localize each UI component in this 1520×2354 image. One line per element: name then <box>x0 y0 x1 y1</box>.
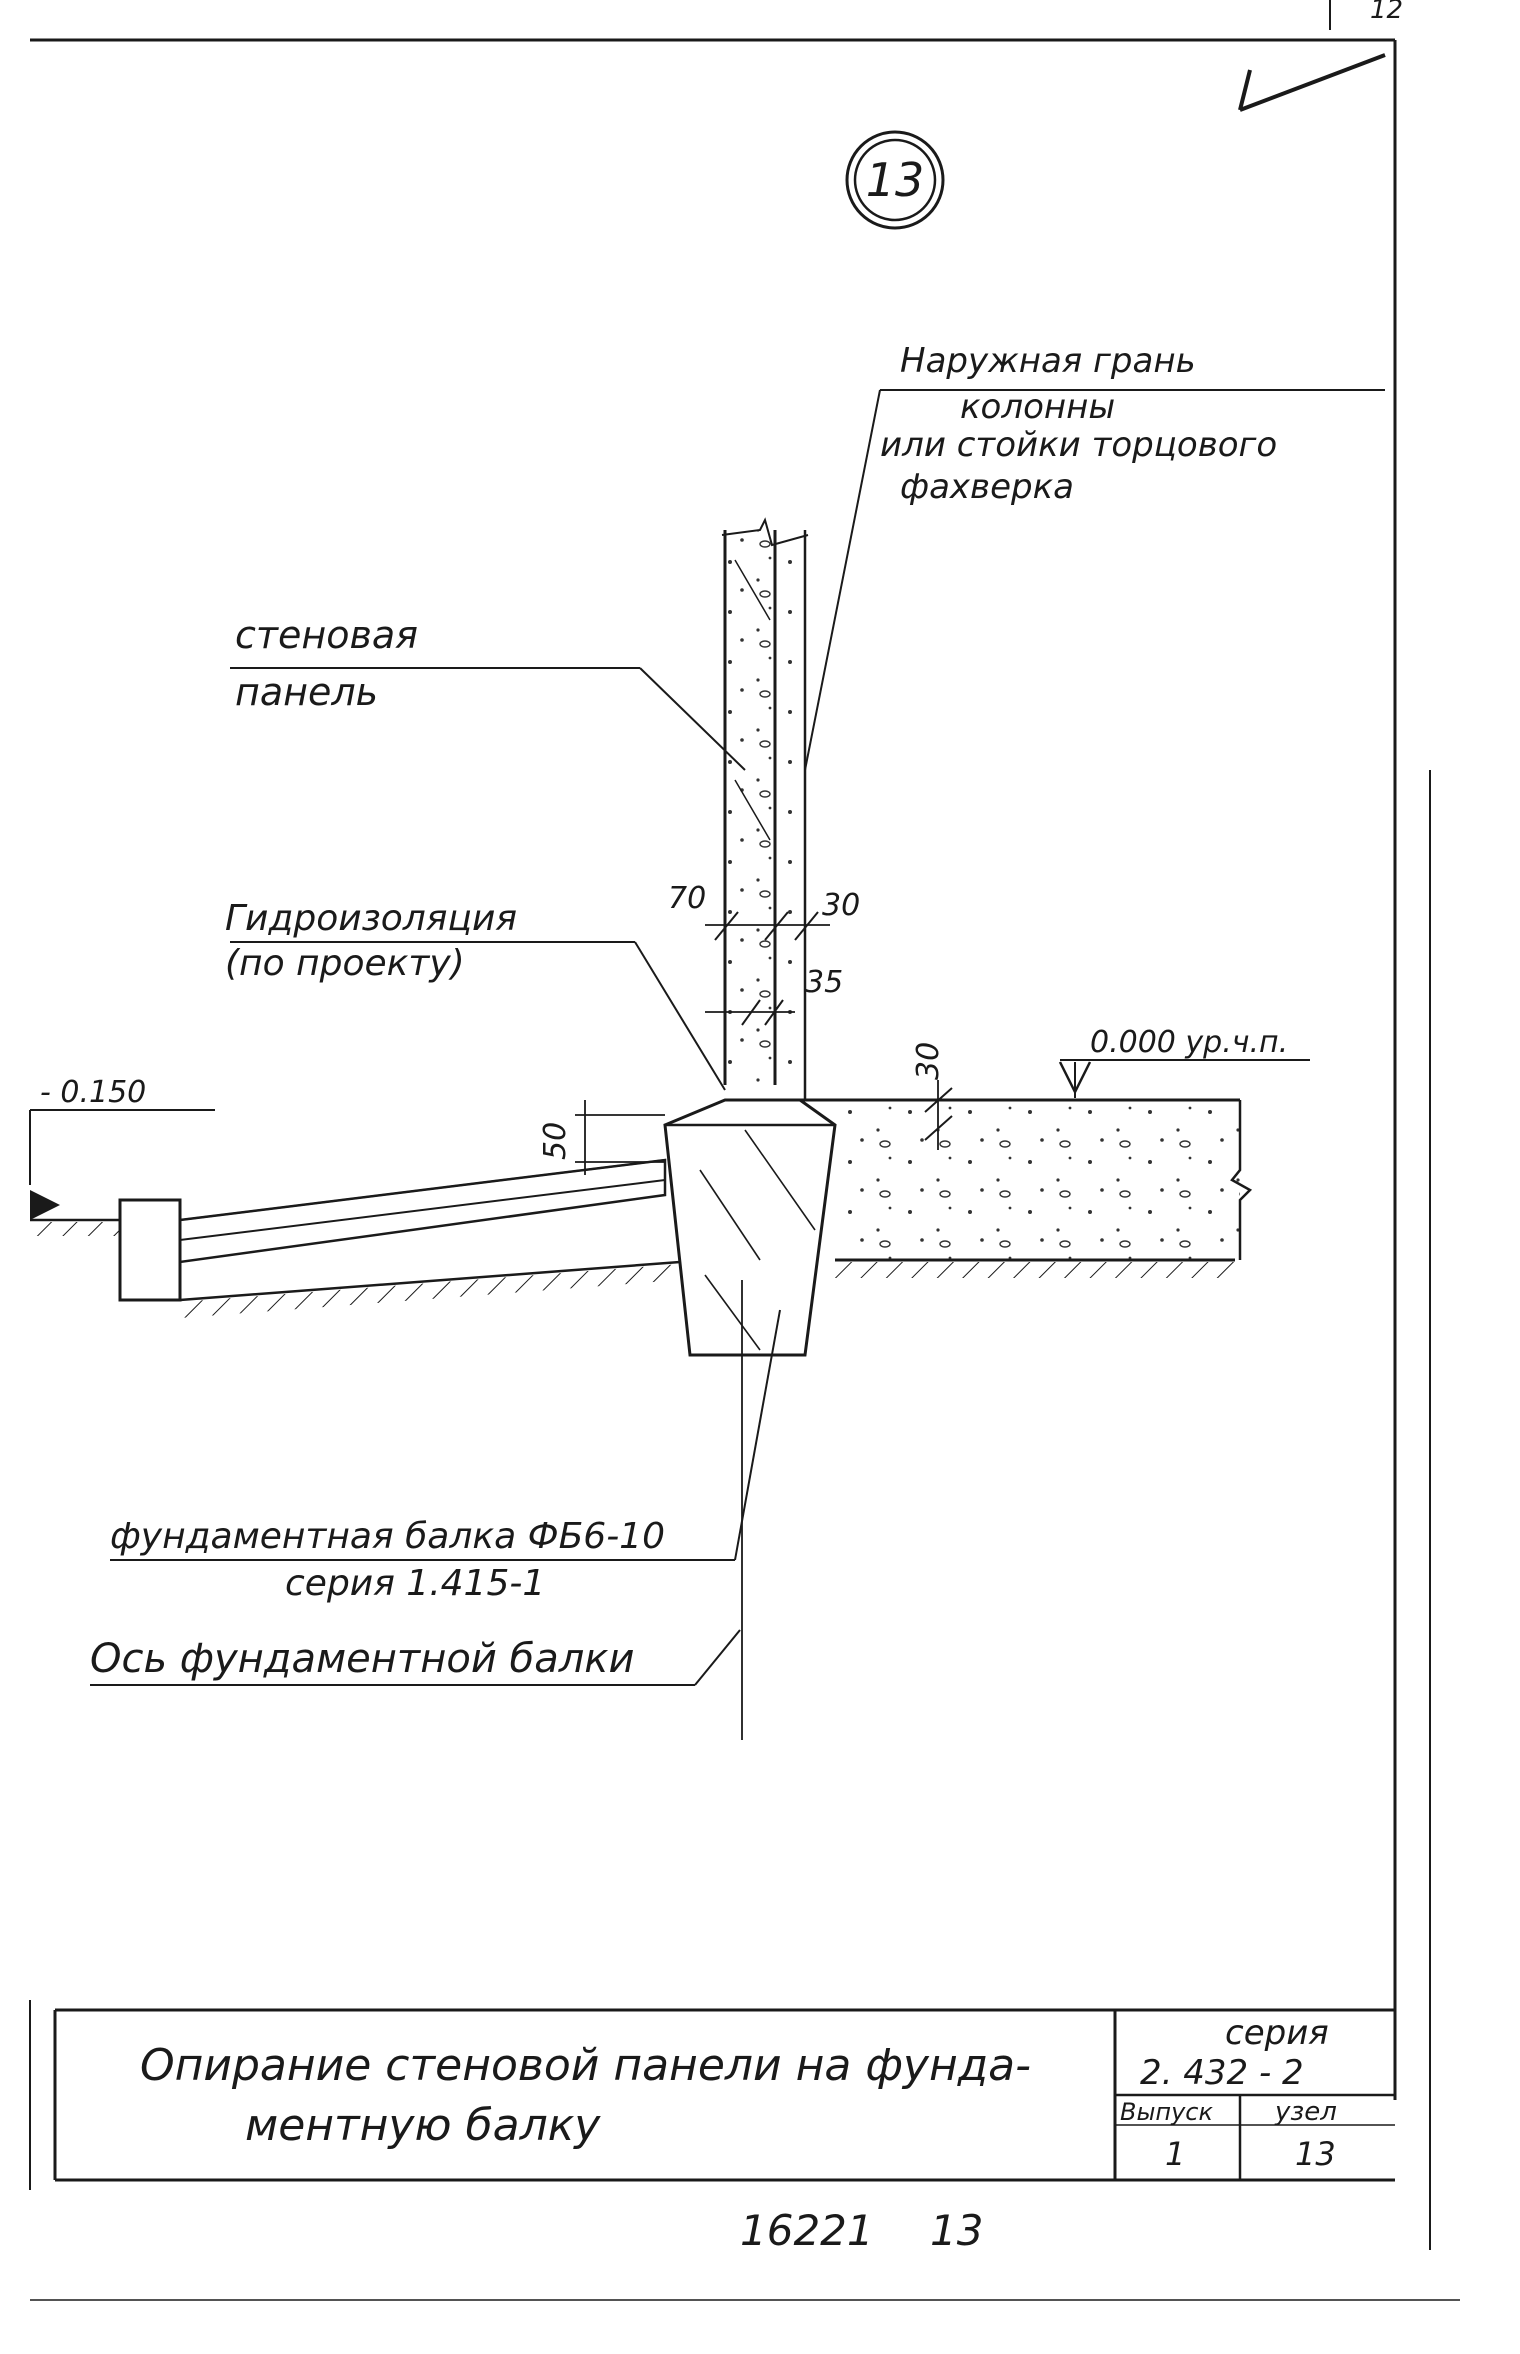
title-line-1: Опирание стеновой панели на фунда- <box>140 2040 1031 2091</box>
issue-value: 1 <box>1165 2135 1185 2173</box>
label-waterproofing-2: (по проекту) <box>225 943 465 984</box>
blind-area <box>30 1158 681 1318</box>
issue-label: Выпуск <box>1120 2098 1214 2126</box>
dim-30-floor: 30 <box>911 1042 946 1080</box>
detail-marker: 13 <box>845 130 945 230</box>
dim-50: 50 <box>538 1122 573 1160</box>
dim-70: 70 <box>668 881 706 916</box>
archive-number: 16221 <box>740 2206 874 2255</box>
dim-30-panel: 30 <box>822 888 860 923</box>
series-value: 2. 432 - 2 <box>1140 2053 1304 2093</box>
title-line-2: ментную балку <box>245 2100 601 2151</box>
level-ground: - 0.150 <box>40 1075 146 1110</box>
label-outer-face-3: или стойки торцового <box>880 425 1277 465</box>
dim-35: 35 <box>805 965 843 1000</box>
floor-slab <box>800 1098 1253 1278</box>
leaders <box>90 389 1385 1740</box>
label-foundation-beam-2: серия 1.415-1 <box>285 1563 545 1604</box>
label-wall-panel-2: панель <box>235 670 378 714</box>
series-label: серия <box>1225 2013 1329 2053</box>
level-floor: 0.000 ур.ч.п. <box>1090 1025 1288 1060</box>
node-value: 13 <box>1295 2135 1336 2173</box>
label-foundation-beam-1: фундаментная балка ФБ6-10 <box>110 1516 665 1557</box>
label-outer-face-4: фахверка <box>900 467 1074 507</box>
sheet-number: 12 <box>1370 0 1403 25</box>
node-label: узел <box>1274 2097 1337 2127</box>
label-outer-face-1: Наружная грань <box>900 341 1196 381</box>
label-outer-face-2: колонны <box>960 387 1115 427</box>
label-wall-panel-1: стеновая <box>235 613 418 657</box>
foundation-beam <box>663 1098 837 1357</box>
page-number: 13 <box>930 2206 983 2255</box>
label-beam-axis: Ось фундаментной балки <box>90 1636 634 1682</box>
dimensions <box>29 911 1310 1185</box>
wall-panel <box>721 517 809 1100</box>
detail-number: 13 <box>866 153 925 207</box>
sheet-frame <box>30 0 1460 2301</box>
label-waterproofing-1: Гидроизоляция <box>225 898 517 939</box>
title-block <box>29 2000 1395 2190</box>
